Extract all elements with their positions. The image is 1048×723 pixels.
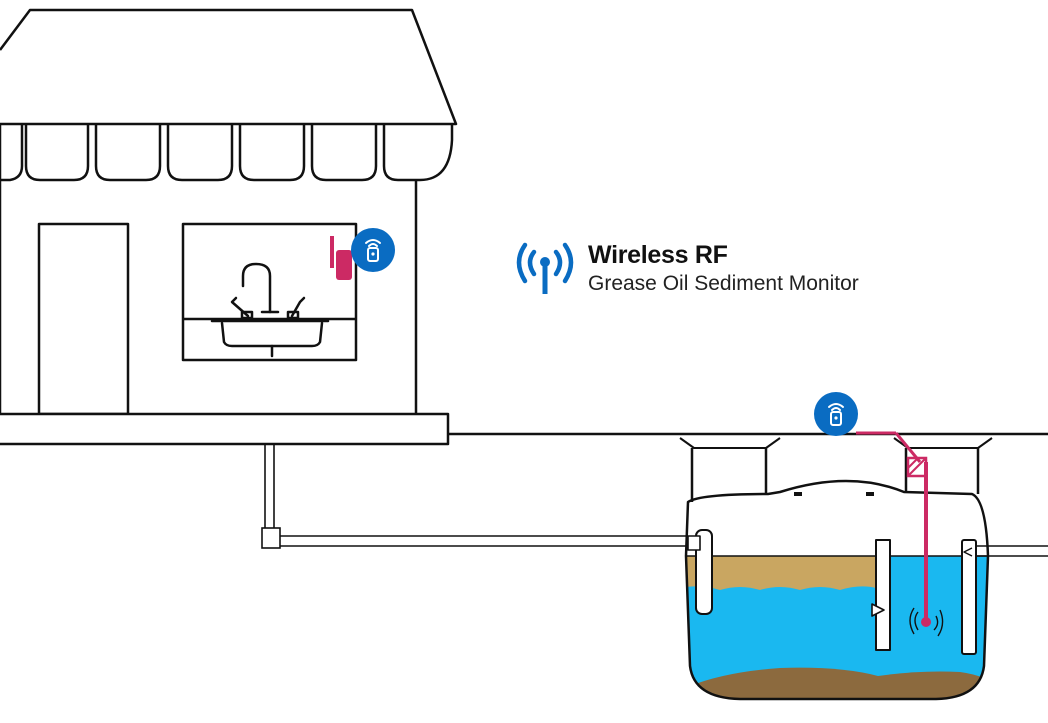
- legend: Wireless RF Grease Oil Sediment Monitor: [514, 240, 859, 296]
- restaurant-building: [0, 8, 458, 446]
- roof: [0, 8, 458, 126]
- wireless-antenna-icon: [516, 242, 574, 294]
- foundation: [0, 412, 450, 446]
- awning: [0, 124, 454, 182]
- indoor-sensor-unit: [330, 236, 352, 280]
- tank-body: [684, 555, 990, 701]
- right-riser: [904, 448, 980, 494]
- grease-interceptor-tank: [679, 437, 1048, 701]
- tank-dome: [684, 479, 990, 557]
- legend-title: Wireless RF: [588, 240, 728, 269]
- grease-layer: [686, 556, 876, 590]
- tank-wireless-device-icon: [814, 392, 858, 436]
- legend-subtitle: Grease Oil Sediment Monitor: [588, 271, 859, 295]
- inlet-tee: [695, 529, 713, 615]
- building-wireless-device-icon: [351, 228, 395, 272]
- center-baffle: [875, 539, 891, 651]
- window: [181, 222, 358, 362]
- sink: [210, 262, 330, 358]
- faucet: [241, 262, 272, 314]
- drain-pipe: [261, 444, 688, 549]
- tank-sensor-probe: [856, 431, 944, 637]
- sediment-layer-left: [686, 667, 878, 699]
- outlet-tee: [961, 539, 977, 655]
- door: [37, 222, 130, 416]
- left-riser: [690, 448, 768, 502]
